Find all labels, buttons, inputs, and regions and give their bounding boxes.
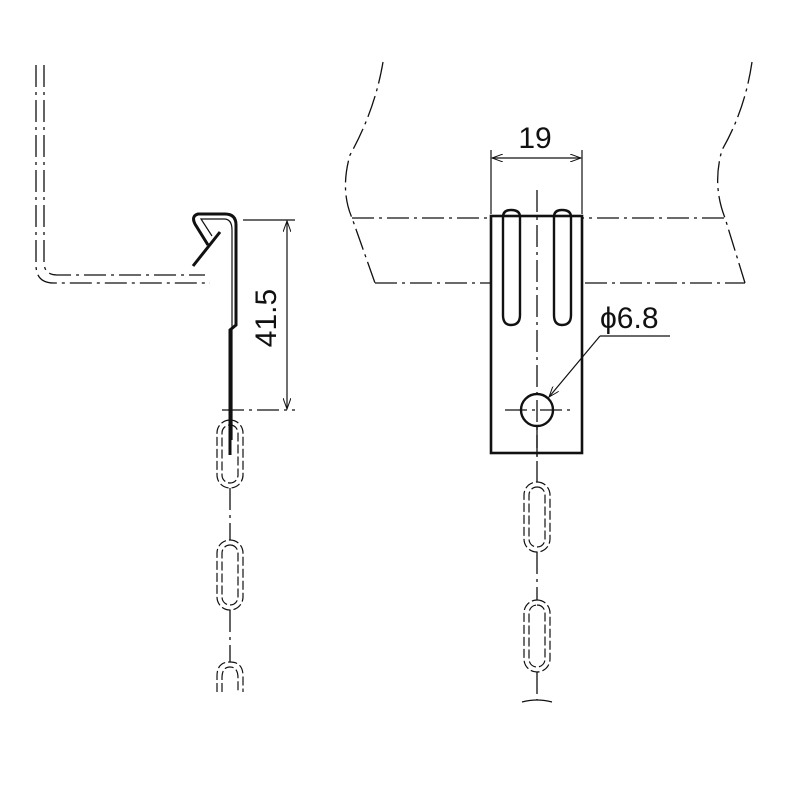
- leader-line: [549, 335, 601, 397]
- panel-break-left: [344, 61, 384, 284]
- panel-outline-inner: [43, 65, 205, 276]
- width-dimension-label: 19: [518, 122, 551, 155]
- hook-tab: [191, 231, 222, 267]
- hook-inner: [199, 218, 233, 440]
- hook-body: [192, 212, 238, 455]
- side-view: 41.5: [35, 65, 295, 692]
- chain-left: [216, 419, 244, 692]
- front-view: 19 ϕ6.8: [344, 61, 753, 703]
- panel-break-right: [717, 61, 753, 284]
- slot-right: [552, 208, 573, 327]
- hole-diameter-label: ϕ6.8: [600, 302, 659, 335]
- slot-left: [501, 208, 522, 327]
- height-dimension-label: 41.5: [250, 289, 283, 347]
- chain-right: [521, 426, 553, 703]
- panel-outline-outer: [35, 65, 210, 284]
